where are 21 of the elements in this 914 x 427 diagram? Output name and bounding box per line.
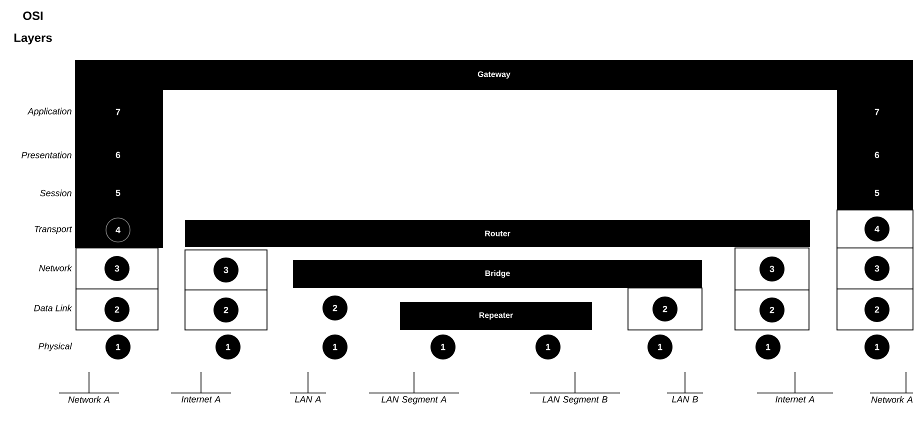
layer-number: 4 bbox=[106, 218, 130, 242]
layer-name: Network bbox=[39, 264, 72, 272]
layer-number: 5 bbox=[874, 190, 880, 196]
layer-number: 6 bbox=[116, 152, 120, 158]
segment-name: LAN B bbox=[672, 396, 698, 402]
device-band: Repeater bbox=[400, 302, 592, 330]
layer-number: 7 bbox=[116, 108, 120, 116]
segment-name: Internet A bbox=[182, 396, 220, 402]
segment-name: LAN Segment A bbox=[382, 396, 446, 404]
segment-name: Internet A bbox=[776, 396, 814, 402]
layer-name: Data Link bbox=[34, 304, 72, 312]
segment-name: LAN Segment B bbox=[542, 396, 608, 404]
segment-name: LAN A bbox=[295, 396, 321, 402]
layer-number: 5 bbox=[116, 190, 120, 196]
layer-number: 7 bbox=[874, 108, 880, 116]
title: OSI Layers bbox=[14, 12, 52, 44]
device-band: Bridge bbox=[293, 260, 702, 288]
segment-name: Network A bbox=[871, 396, 913, 403]
layer-name: Physical bbox=[38, 342, 72, 352]
layer-number: 6 bbox=[874, 152, 880, 158]
segment-name: Network A bbox=[68, 396, 110, 403]
